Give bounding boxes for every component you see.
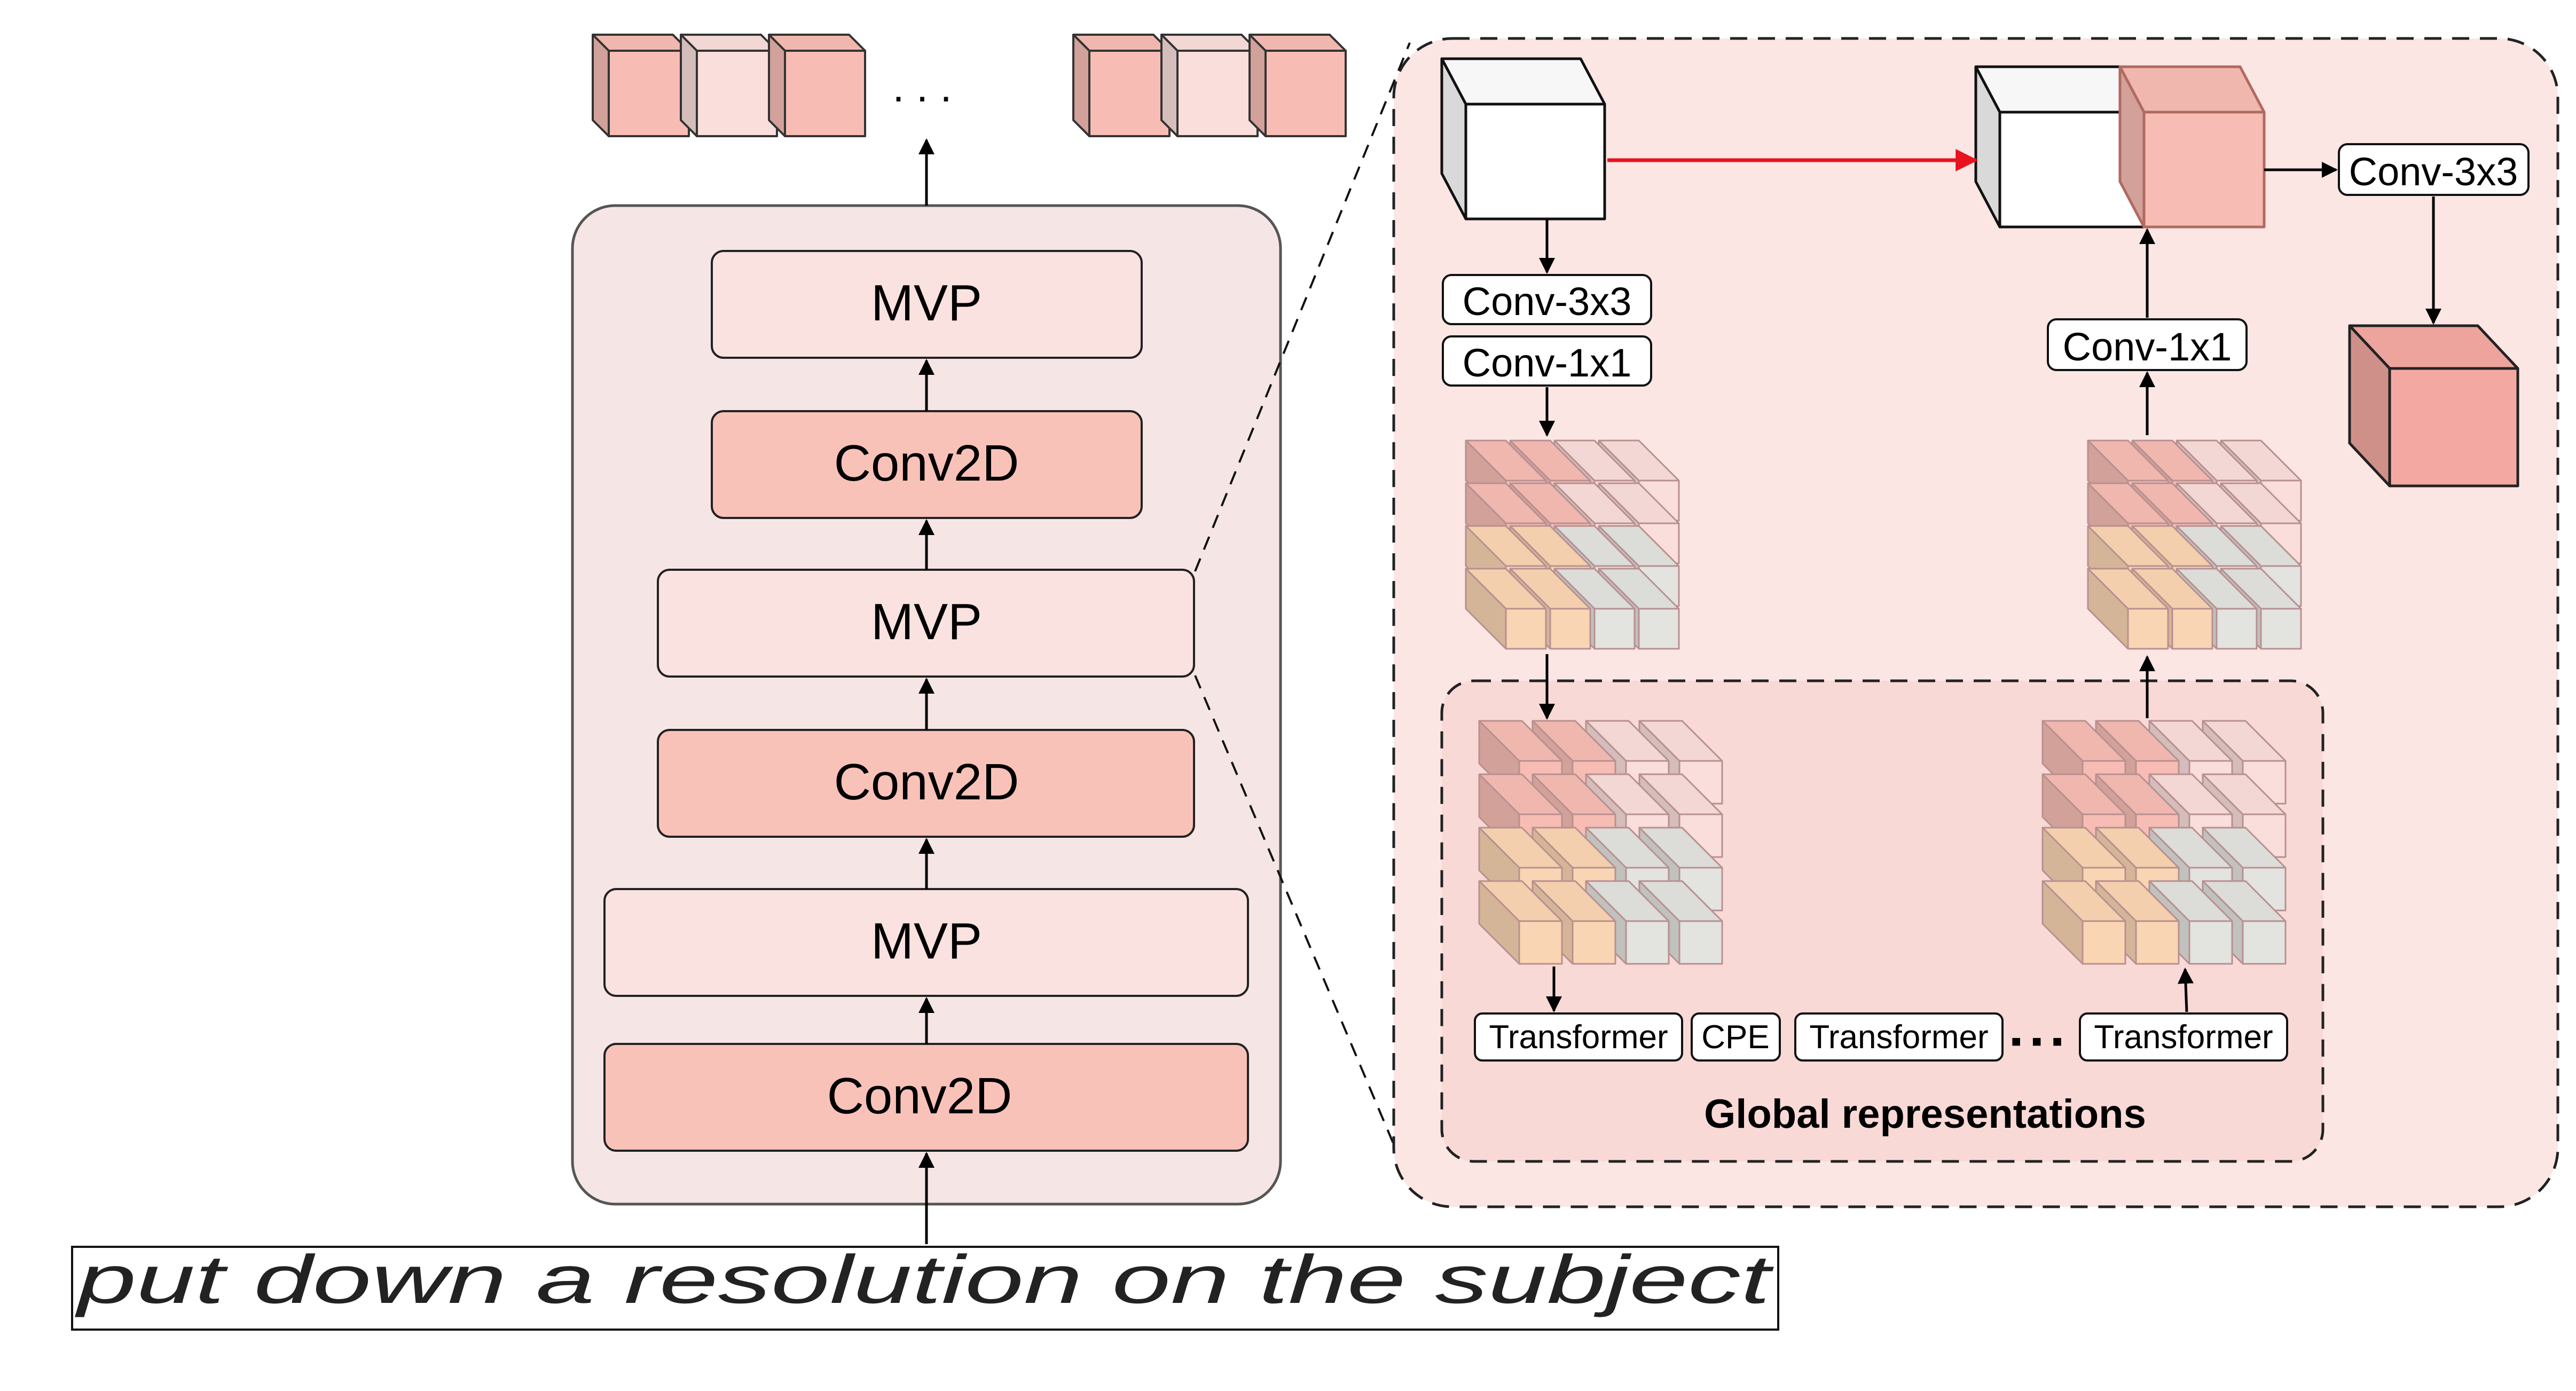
concat-red-cube <box>2118 65 2266 229</box>
output-feature-sequence <box>592 34 1347 137</box>
conv1x1-left-box: Conv-1x1 <box>1442 335 1652 387</box>
fold-grid-right <box>2041 720 2287 965</box>
global-representations-title: Global representations <box>1704 1091 2146 1137</box>
mvp-block-top: MVP <box>711 250 1143 359</box>
grid-cell-cube <box>2041 880 2126 965</box>
mvp-label: MVP <box>871 274 982 332</box>
transformer-box-1: Transformer <box>1474 1012 1683 1062</box>
zoom-lines <box>1194 42 1411 1151</box>
conv2d-block-top: Conv2D <box>711 410 1143 519</box>
mvp-label: MVP <box>871 593 982 650</box>
transformer-label: Transformer <box>2094 1019 2273 1056</box>
conv3x3-left-box: Conv-3x3 <box>1442 274 1652 325</box>
conv2d-block-middle: Conv2D <box>657 729 1195 838</box>
conv2d-block-bottom: Conv2D <box>603 1043 1249 1152</box>
detail-arrows <box>1539 162 2441 1012</box>
conv2d-label: Conv2D <box>834 435 1019 492</box>
output-token-cube <box>592 34 690 137</box>
conv2d-label: Conv2D <box>827 1067 1012 1125</box>
grid-cell-cube <box>2087 568 2169 650</box>
output-token-cube <box>1072 34 1171 137</box>
conv3x3-left-label: Conv-3x3 <box>1463 279 1632 324</box>
conv1x1-right-label: Conv-1x1 <box>2063 325 2232 369</box>
transformer-label: Transformer <box>1809 1019 1988 1056</box>
mvp-block-middle: MVP <box>657 569 1195 678</box>
conv1x1-right-box: Conv-1x1 <box>2047 318 2248 371</box>
conv3x3-right-label: Conv-3x3 <box>2349 150 2518 194</box>
transformer-box-2: Transformer <box>1794 1012 2004 1062</box>
local-grid-right <box>2087 439 2302 650</box>
output-token-cube <box>768 34 866 137</box>
output-token-cube <box>680 34 778 137</box>
mvp-block-bottom: MVP <box>603 888 1249 997</box>
grid-cell-cube <box>1478 880 1563 965</box>
conv3x3-right-box: Conv-3x3 <box>2338 143 2530 196</box>
conv2d-label: Conv2D <box>834 753 1019 811</box>
transformer-box-3: Transformer <box>2079 1012 2288 1062</box>
input-feature-cube <box>1440 57 1606 221</box>
output-token-cube <box>1248 34 1347 137</box>
concat-white-cube <box>1974 65 2146 229</box>
cpe-label: CPE <box>1701 1019 1769 1056</box>
grid-cell-cube <box>1465 568 1547 650</box>
output-token-cube <box>1160 34 1259 137</box>
cpe-box: CPE <box>1691 1012 1781 1062</box>
conv1x1-left-label: Conv-1x1 <box>1463 341 1632 385</box>
local-grid-left <box>1465 439 1680 650</box>
handwritten-text: put down a resolution on the subject <box>74 1241 1774 1318</box>
input-line-image: put down a resolution on the subject <box>71 1241 1779 1331</box>
transformer-label: Transformer <box>1489 1019 1668 1056</box>
mvp-label: MVP <box>871 913 982 970</box>
detail-feature-cubes <box>1440 57 2519 965</box>
output-feature-cube <box>2348 324 2519 488</box>
row-ellipsis: ■ ■ ■ <box>2011 1033 2065 1050</box>
unfold-grid-left <box>1478 720 1723 965</box>
output-ellipsis: . . . <box>892 63 952 111</box>
